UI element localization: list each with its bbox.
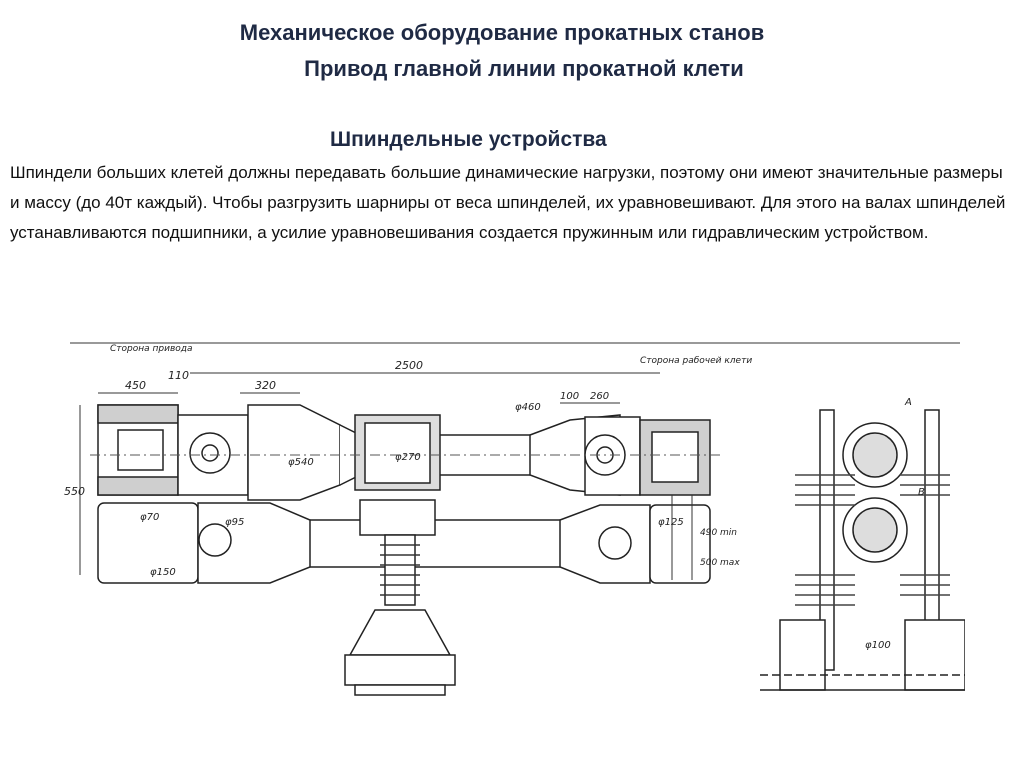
drawing-labels: Сторона привода Сторона рабочей клети 25… (64, 344, 752, 578)
dim-490min: 490 min (700, 528, 737, 538)
label-drive-side: Сторона привода (110, 344, 193, 354)
dimension-lines (79, 372, 693, 580)
end-view (760, 409, 965, 691)
slide-title-line2: Привод главной линии прокатной клети (304, 56, 744, 81)
dim-550: 550 (64, 485, 85, 498)
dim-500max: 500 max (700, 558, 740, 568)
dim-phi540: φ540 (288, 457, 314, 468)
dim-phi70: φ70 (140, 512, 159, 523)
label-B: B (918, 487, 925, 498)
dim-phi100: φ100 (865, 640, 891, 651)
dim-phi95: φ95 (225, 517, 244, 528)
section-heading: Шпиндельные устройства (330, 128, 607, 151)
dim-phi270: φ270 (395, 452, 421, 463)
label-A: A (904, 397, 912, 408)
spindle-technical-drawing: Сторона привода Сторона рабочей клети 25… (64, 342, 965, 696)
dim-450: 450 (125, 379, 146, 392)
dim-phi460: φ460 (515, 402, 541, 413)
slide-title-line1: Механическое оборудование прокатных стан… (239, 20, 765, 45)
dim-2500: 2500 (395, 359, 423, 372)
section-paragraph: Шпиндели больших клетей должны передават… (10, 163, 1006, 242)
dim-110: 110 (168, 369, 189, 382)
dim-phi150: φ150 (150, 567, 176, 578)
label-stand-side: Сторона рабочей клети (640, 356, 752, 366)
dim-260: 260 (590, 391, 609, 402)
dim-phi125: φ125 (658, 517, 684, 528)
dim-320: 320 (255, 379, 276, 392)
dim-100: 100 (560, 391, 579, 402)
side-view (90, 404, 720, 696)
